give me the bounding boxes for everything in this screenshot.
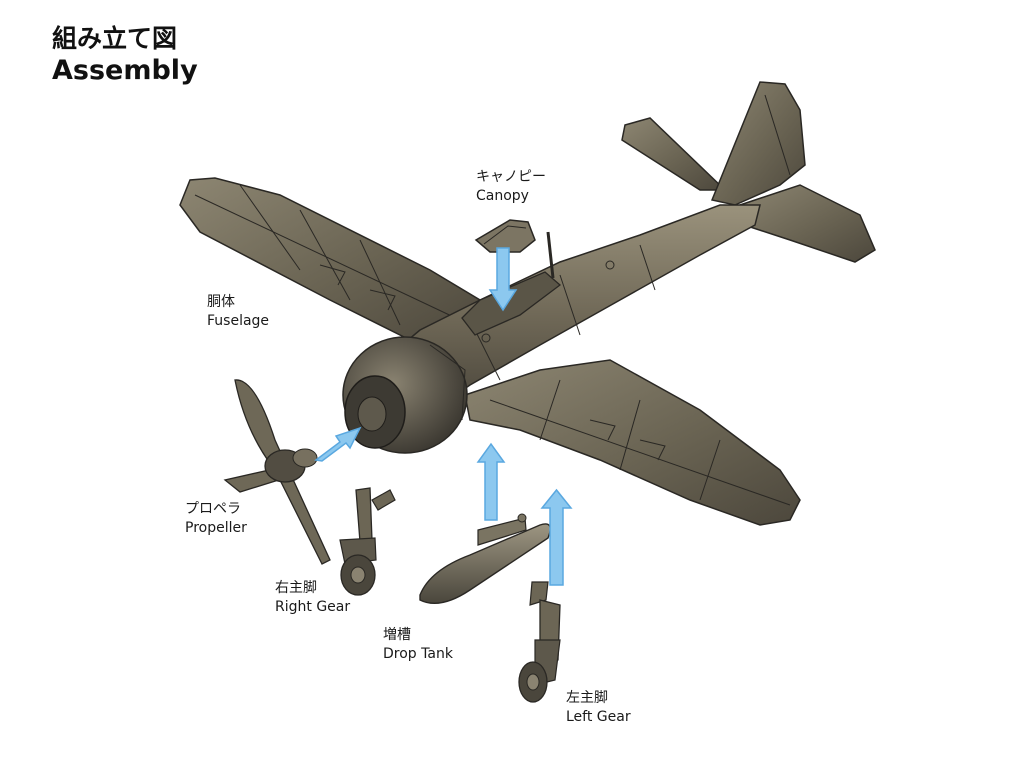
label-drop-tank-jp: 増槽	[383, 627, 411, 643]
label-right-gear: 右主脚 Right Gear	[275, 579, 350, 617]
label-fuselage-jp: 胴体	[207, 294, 235, 310]
tail-fin	[710, 81, 806, 206]
tail-stabilizer-right	[621, 117, 727, 191]
label-left-gear-en: Left Gear	[566, 708, 631, 725]
label-right-gear-en: Right Gear	[275, 598, 351, 615]
page-title: 組み立て図 Assembly	[52, 24, 198, 87]
propeller-part	[223, 379, 331, 565]
arrow-left-gear	[540, 488, 573, 586]
arrow-canopy	[488, 247, 518, 312]
label-fuselage-en: Fuselage	[207, 312, 270, 329]
wing-lower	[464, 359, 801, 526]
label-right-gear-jp: 右主脚	[275, 580, 317, 596]
right-gear-part	[339, 487, 396, 596]
label-propeller: プロペラ Propeller	[185, 500, 247, 538]
title-en: Assembly	[52, 54, 198, 86]
label-canopy-en: Canopy	[476, 187, 529, 204]
label-drop-tank: 増槽 Drop Tank	[383, 626, 453, 664]
drop-tank-part	[419, 513, 551, 604]
arrow-propeller	[314, 426, 362, 462]
canopy-part	[474, 219, 536, 253]
cockpit	[461, 271, 562, 336]
label-canopy: キャノピー Canopy	[476, 168, 546, 206]
label-canopy-jp: キャノピー	[476, 169, 546, 185]
label-propeller-jp: プロペラ	[185, 501, 241, 517]
label-drop-tank-en: Drop Tank	[383, 645, 453, 662]
label-fuselage: 胴体 Fuselage	[207, 293, 269, 331]
title-jp: 組み立て図	[52, 24, 178, 53]
label-propeller-en: Propeller	[185, 519, 247, 536]
arrow-drop-tank	[476, 442, 506, 521]
left-gear-part	[518, 581, 561, 703]
label-left-gear-jp: 左主脚	[566, 690, 608, 706]
label-left-gear: 左主脚 Left Gear	[566, 689, 631, 727]
